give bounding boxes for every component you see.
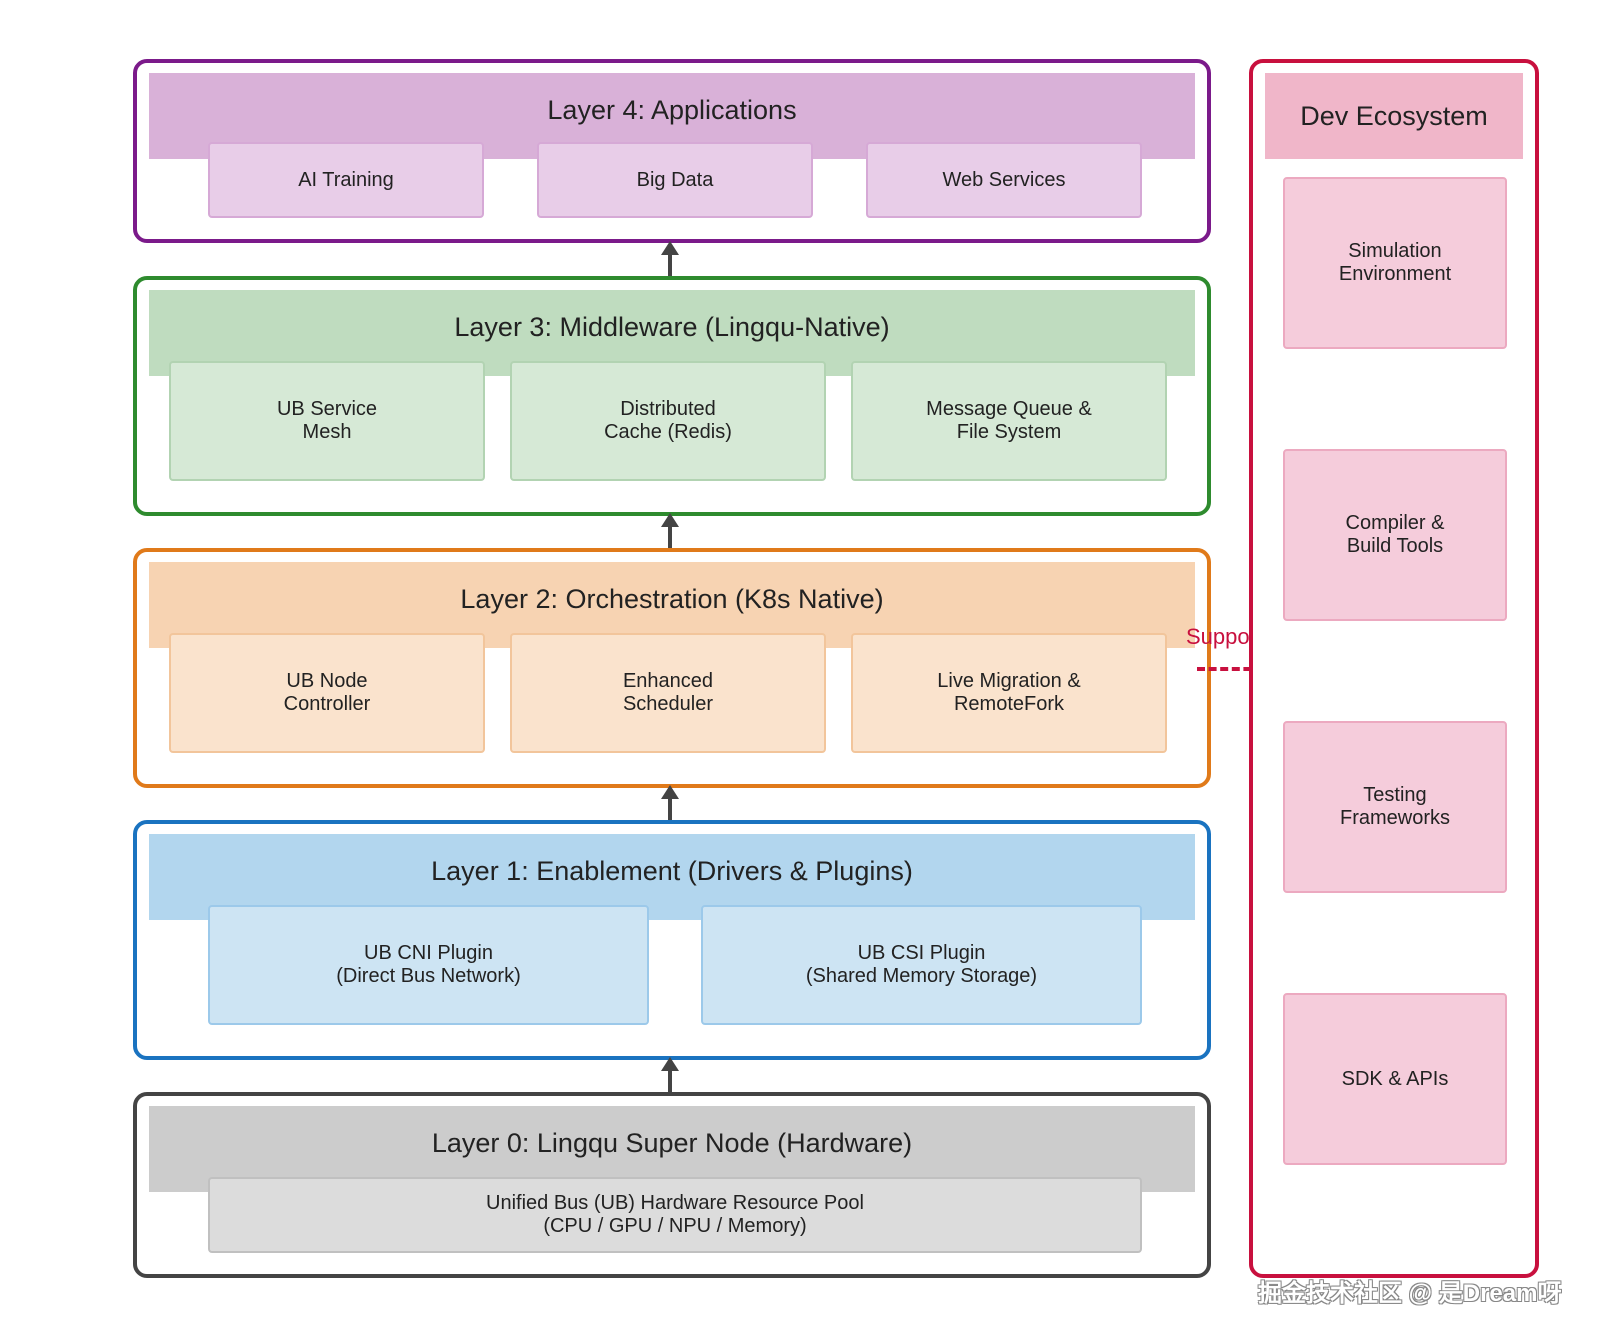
sdk-apis-box: SDK & APIs (1283, 993, 1507, 1165)
simulation-environment-box: Simulation Environment (1283, 177, 1507, 349)
support-dashed-line (1197, 667, 1263, 671)
ub-node-controller-box: UB Node Controller (169, 633, 485, 753)
watermark-text: 掘金技术社区 @ 是Dream呀 (1258, 1280, 1562, 1307)
layer-4-applications: Layer 4: Applications AI Training Big Da… (133, 59, 1211, 243)
layer-3-middleware: Layer 3: Middleware (Lingqu-Native) UB S… (133, 276, 1211, 516)
arrow-1-to-2 (661, 785, 679, 829)
ub-csi-plugin-box: UB CSI Plugin (Shared Memory Storage) (701, 905, 1142, 1025)
message-queue-box: Message Queue & File System (851, 361, 1167, 481)
arrow-0-to-1 (661, 1057, 679, 1101)
ai-training-box: AI Training (208, 142, 484, 218)
web-services-box: Web Services (866, 142, 1142, 218)
ub-cni-plugin-box: UB CNI Plugin (Direct Bus Network) (208, 905, 649, 1025)
distributed-cache-box: Distributed Cache (Redis) (510, 361, 826, 481)
hardware-resource-pool-box: Unified Bus (UB) Hardware Resource Pool … (208, 1177, 1142, 1253)
live-migration-box: Live Migration & RemoteFork (851, 633, 1167, 753)
enhanced-scheduler-box: Enhanced Scheduler (510, 633, 826, 753)
ub-service-mesh-box: UB Service Mesh (169, 361, 485, 481)
big-data-box: Big Data (537, 142, 813, 218)
arrow-3-to-4 (661, 241, 679, 285)
dev-ecosystem-panel: Dev Ecosystem Simulation Environment Com… (1249, 59, 1539, 1278)
compiler-build-tools-box: Compiler & Build Tools (1283, 449, 1507, 621)
testing-frameworks-box: Testing Frameworks (1283, 721, 1507, 893)
layer-2-orchestration: Layer 2: Orchestration (K8s Native) UB N… (133, 548, 1211, 788)
dev-ecosystem-title: Dev Ecosystem (1265, 73, 1523, 159)
layer-1-enablement: Layer 1: Enablement (Drivers & Plugins) … (133, 820, 1211, 1060)
layer-0-hardware: Layer 0: Lingqu Super Node (Hardware) Un… (133, 1092, 1211, 1278)
arrow-2-to-3 (661, 513, 679, 557)
